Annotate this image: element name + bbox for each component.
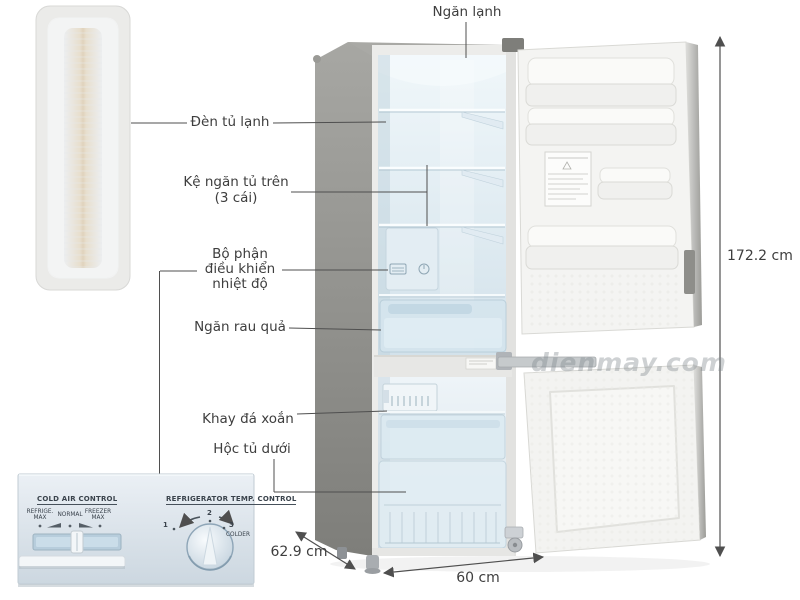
refrige-max-sub: MAX <box>33 515 47 521</box>
width-arrow <box>382 552 545 578</box>
dial-tick-1: 1 <box>163 521 168 529</box>
bottom-drawer <box>378 460 507 549</box>
dial-tick-2: 2 <box>207 509 212 517</box>
fridge-door-open <box>502 38 702 335</box>
dimension-arrows <box>295 35 726 578</box>
middle-hinge <box>496 352 597 370</box>
depth-arrow <box>295 531 356 570</box>
dial-colder-label: COLDER <box>226 532 250 538</box>
ice-tray-unit <box>382 383 438 412</box>
leader-ice-tray <box>296 410 388 415</box>
label-hoc-tu-duoi: Hộc tủ dưới <box>213 441 291 457</box>
vegetable-drawer <box>379 299 507 353</box>
cold-air-control-title: COLD AIR CONTROL <box>37 495 118 505</box>
cold-air-slider <box>18 530 126 569</box>
lamp-detail-image <box>35 5 131 291</box>
label-bo-phan-line3: nhiệt độ <box>212 276 268 292</box>
label-bo-phan-line2: điều khiển <box>204 261 276 277</box>
label-bo-phan-line1: Bộ phận <box>212 246 268 262</box>
width-dimension-label: 60 cm <box>456 570 500 586</box>
control-panel-detail <box>17 473 255 587</box>
freezer-label: FREEZER <box>84 509 112 515</box>
leader-veg-drawer <box>288 327 382 331</box>
temp-control-title: REFRIGERATOR TEMP. CONTROL <box>166 495 297 505</box>
label-ke-ngan: Kệ ngăn tủ trên <box>183 174 289 190</box>
dial-tick-3: 3 <box>229 521 234 529</box>
freezer-door-open <box>504 364 706 554</box>
label-ke-ngan-sub: (3 cái) <box>214 190 258 206</box>
label-khay-da-xoan: Khay đá xoắn <box>202 411 294 427</box>
spec-label-sticker <box>544 151 592 207</box>
refrige-max-label: REFRIGE. MAX <box>25 509 55 521</box>
label-ngan-rau-qua: Ngăn rau quả <box>194 319 286 335</box>
depth-dimension-label: 62.9 cm <box>270 544 328 560</box>
freezer-max-sub: MAX <box>91 515 105 521</box>
freezer-max-label: FREEZER MAX <box>83 509 113 521</box>
label-den-tu-lanh: Đèn tủ lạnh <box>190 114 270 130</box>
temp-control-housing <box>385 227 439 291</box>
leader-lines <box>131 22 467 493</box>
normal-label: NORMAL <box>57 512 83 518</box>
label-bo-phan: Bộ phận điều khiển nhiệt độ <box>196 247 284 292</box>
temp-dial <box>172 509 235 571</box>
leader-lamp-right <box>272 121 387 124</box>
height-dimension-label: 172.2 cm <box>727 248 793 264</box>
watermark: dienmay.com <box>531 348 727 377</box>
refrige-label: REFRIGE. <box>26 509 54 515</box>
fridge-cabinet <box>313 42 710 574</box>
label-ngan-lanh: Ngăn lạnh <box>432 4 502 20</box>
fridge-shelves <box>379 108 505 298</box>
